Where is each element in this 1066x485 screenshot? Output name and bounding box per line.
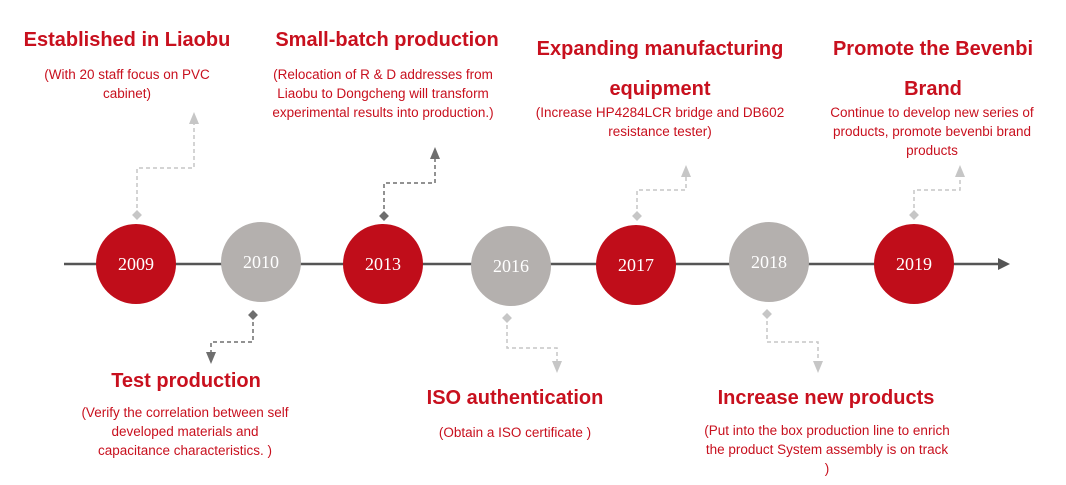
year-circle-2016: 2016 xyxy=(471,226,551,306)
connector-2013 xyxy=(379,147,440,221)
year-circle-2017: 2017 xyxy=(596,225,676,305)
connector-2017 xyxy=(632,165,691,221)
year-circle-2019: 2019 xyxy=(874,224,954,304)
milestone-title-2010: Test production xyxy=(111,370,261,392)
milestone-title-2016: ISO authentication xyxy=(426,387,604,409)
milestone-title-2017: Expanding manufacturing equipment xyxy=(536,38,784,100)
timeline-arrow xyxy=(998,258,1010,270)
milestone-desc-2009: (With 20 staff focus on PVC cabinet) xyxy=(44,67,210,101)
connector-2016 xyxy=(502,313,562,373)
milestone-desc-2019: Continue to develop new series of produc… xyxy=(830,105,1034,158)
milestone-desc-2010: (Verify the correlation between self dev… xyxy=(81,405,289,458)
connector-2019 xyxy=(909,165,965,220)
year-circle-2009: 2009 xyxy=(96,224,176,304)
connector-2009 xyxy=(132,112,199,220)
year-circle-2013: 2013 xyxy=(343,224,423,304)
milestone-desc-2018: (Put into the box production line to enr… xyxy=(704,423,950,476)
connector-2018 xyxy=(762,309,823,373)
milestone-desc-2016: (Obtain a ISO certificate ) xyxy=(438,425,592,440)
connector-2010 xyxy=(206,310,258,364)
milestone-title-2013: Small-batch production xyxy=(275,29,499,51)
milestone-title-2009: Established in Liaobu xyxy=(23,29,231,51)
milestone-title-2018: Increase new products xyxy=(717,387,935,409)
milestone-title-2019: Promote the Bevenbi Brand xyxy=(832,38,1034,100)
year-circle-2018: 2018 xyxy=(729,222,809,302)
milestone-desc-2017: (Increase HP4284LCR bridge and DB602 res… xyxy=(535,105,785,139)
milestone-desc-2013: (Relocation of R & D addresses from Liao… xyxy=(272,67,494,120)
year-circle-2010: 2010 xyxy=(221,222,301,302)
